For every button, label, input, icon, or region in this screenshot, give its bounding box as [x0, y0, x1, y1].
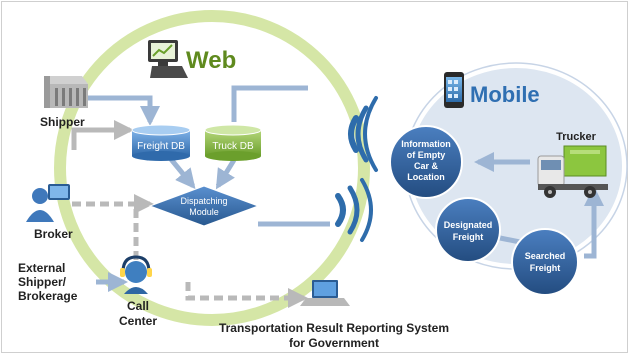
truck-icon	[537, 145, 608, 198]
svg-text:Car &: Car &	[414, 161, 439, 171]
svg-text:Call: Call	[127, 299, 149, 313]
wireless-signal-icon	[348, 96, 378, 172]
svg-text:of Empty: of Empty	[407, 150, 446, 160]
gray-arrows	[71, 120, 134, 150]
blue-arrows	[88, 85, 604, 292]
warehouse-icon	[44, 76, 88, 108]
svg-text:Designated: Designated	[444, 220, 493, 230]
headset-operator-icon	[120, 255, 152, 294]
web-title: Web	[186, 47, 236, 74]
svg-text:Information: Information	[401, 139, 451, 149]
freight-db: Freight DB	[131, 124, 191, 161]
svg-text:Shipper/: Shipper/	[18, 275, 67, 289]
dispatching-module: Dispatching Module	[148, 185, 260, 227]
svg-text:Brokerage: Brokerage	[18, 289, 78, 303]
monitor-chart-icon	[148, 40, 188, 78]
svg-text:Searched: Searched	[525, 251, 566, 261]
svg-text:Freight: Freight	[453, 232, 484, 242]
truck-db: Truck DB	[204, 124, 262, 161]
svg-text:Center: Center	[119, 314, 157, 328]
svg-text:Location: Location	[407, 172, 445, 182]
wireless-signal-icon	[335, 178, 373, 242]
info-empty-car-node: Information of Empty Car & Location	[389, 125, 463, 199]
svg-text:for Government: for Government	[289, 336, 379, 350]
shipper-label: Shipper	[40, 115, 85, 129]
svg-text:Dispatching: Dispatching	[180, 196, 227, 206]
external-shipper-label: External Shipper/ Brokerage	[18, 261, 78, 303]
searched-freight-node: Searched Freight	[511, 228, 579, 296]
svg-text:Freight: Freight	[530, 263, 561, 273]
reporting-system-label: Transportation Result Reporting System f…	[219, 321, 449, 350]
gray-dashed-arrows	[72, 194, 308, 308]
freight-db-label: Freight DB	[137, 141, 185, 152]
user-computer-icon	[26, 184, 70, 222]
laptop-icon	[300, 280, 350, 306]
broker-label: Broker	[34, 227, 73, 241]
svg-text:External: External	[18, 261, 65, 275]
call-center-label: Call Center	[119, 299, 157, 328]
svg-text:Transportation Result Reporti: Transportation Result Reporting System	[219, 321, 449, 335]
trucker-label: Trucker	[556, 131, 596, 143]
smartphone-icon	[444, 72, 464, 108]
svg-text:Module: Module	[189, 207, 219, 217]
mobile-title: Mobile	[470, 82, 540, 107]
designated-freight-node: Designated Freight	[435, 197, 501, 263]
truck-db-label: Truck DB	[212, 141, 254, 152]
